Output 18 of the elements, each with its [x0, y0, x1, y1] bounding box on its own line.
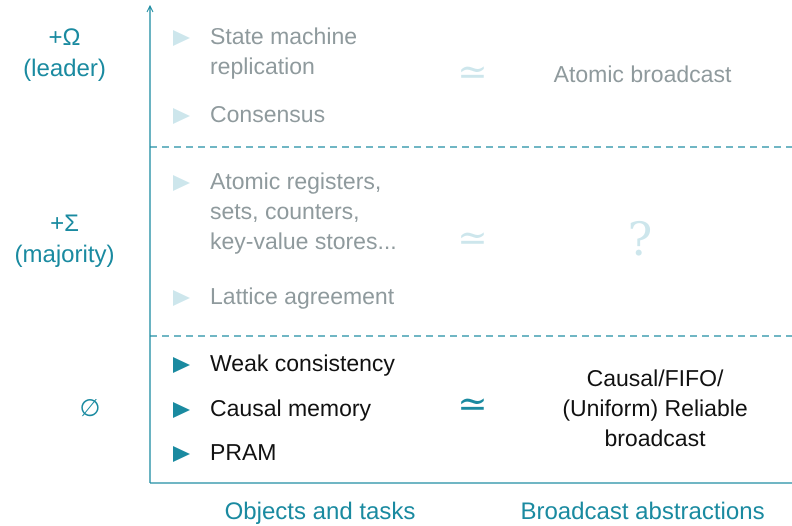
list-item-text: PRAM	[210, 438, 278, 467]
equivalence-symbol: ≃	[456, 51, 489, 95]
column-label: Objects and tasks	[224, 497, 416, 526]
column-label: Broadcast abstractions	[519, 497, 766, 526]
list-item-text: State machine replication	[210, 22, 358, 81]
row-label: +Σ (majority)	[14, 209, 116, 270]
list-item-text: Lattice agreement	[210, 282, 396, 311]
row-label: ∅	[78, 394, 102, 424]
equivalence-symbol: ≃	[456, 217, 489, 261]
row-label: +Ω (leader)	[22, 23, 107, 84]
equivalence-symbol: ≃	[456, 383, 489, 427]
list-item-text: Atomic registers, sets, counters, key-value stores...	[210, 167, 398, 256]
list-item-text: Causal memory	[210, 394, 372, 423]
question-mark: ?	[626, 211, 654, 268]
list-item-text: Weak consistency	[210, 349, 396, 378]
cell-text: Atomic broadcast	[552, 60, 732, 89]
cell-text: Causal/FIFO/ (Uniform) Reliable broadcast	[561, 364, 749, 453]
list-item-text: Consensus	[210, 100, 326, 129]
